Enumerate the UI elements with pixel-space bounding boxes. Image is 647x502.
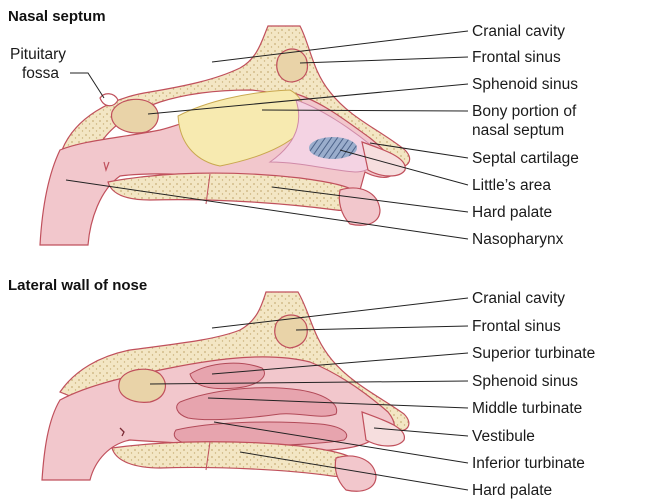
label-sphenoid-sinus: Sphenoid sinus <box>472 76 578 93</box>
label-middle-turbinate: Middle turbinate <box>472 400 582 417</box>
label-littles-area: Little’s area <box>472 177 551 194</box>
leader-cranial-cavity-1 <box>212 31 468 62</box>
littles-area-patch <box>309 137 357 159</box>
label-pituitary: Pituitary <box>10 46 66 63</box>
lateral-sphenoid-sinus <box>119 369 166 402</box>
label-bony-portion-line1: Bony portion of <box>472 103 577 120</box>
label-bony-portion-line2: nasal septum <box>472 122 564 139</box>
label-lateral-frontal-sinus: Frontal sinus <box>472 318 561 335</box>
septum-upper-lip <box>339 188 380 225</box>
leader-cranial-cavity-2 <box>212 298 468 328</box>
leader-frontal-sinus-2 <box>296 326 468 330</box>
label-nasopharynx: Nasopharynx <box>472 231 564 248</box>
label-hard-palate: Hard palate <box>472 204 552 221</box>
label-superior-turbinate: Superior turbinate <box>472 345 595 362</box>
label-septal-cartilage: Septal cartilage <box>472 150 579 167</box>
label-lateral-cranial-cavity: Cranial cavity <box>472 290 565 307</box>
panel-title-lateral-wall: Lateral wall of nose <box>8 277 147 294</box>
leader-pituitary-fossa <box>70 73 104 98</box>
label-cranial-cavity: Cranial cavity <box>472 23 565 40</box>
panel-title-nasal-septum: Nasal septum <box>8 8 106 25</box>
septum-sphenoid-sinus <box>112 99 159 133</box>
nasal-septum-panel: Nasal septum Pituitary fossa Cranial cav… <box>8 8 579 248</box>
label-inferior-turbinate: Inferior turbinate <box>472 455 585 472</box>
label-lateral-sphenoid-sinus: Sphenoid sinus <box>472 373 578 390</box>
label-vestibule: Vestibule <box>472 428 535 445</box>
lateral-wall-panel: Lateral wall of nose Cranial cavity Fron… <box>8 277 595 499</box>
label-frontal-sinus: Frontal sinus <box>472 49 561 66</box>
label-lateral-hard-palate: Hard palate <box>472 482 552 499</box>
label-fossa: fossa <box>22 65 59 82</box>
leader-frontal-sinus-1 <box>300 57 468 63</box>
